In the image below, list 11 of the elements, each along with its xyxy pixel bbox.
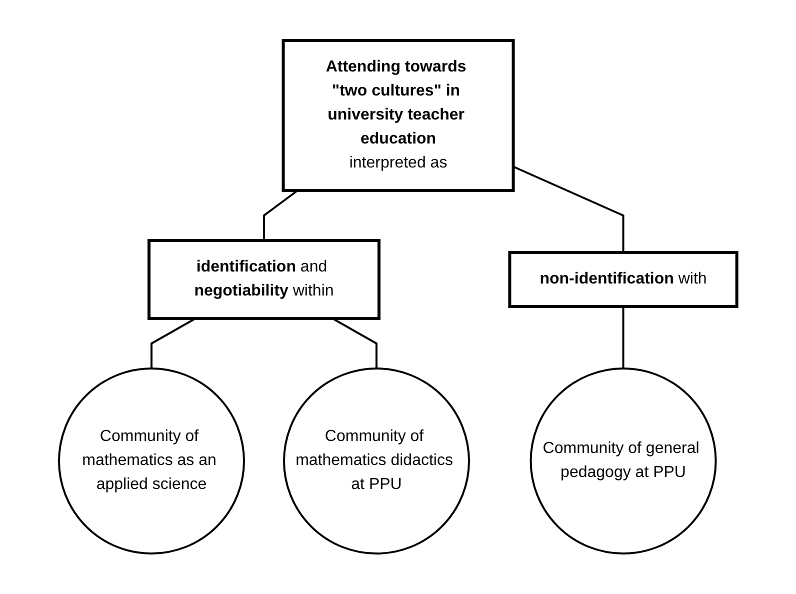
node-circle: Community of mathematics didactics at PPU bbox=[283, 368, 470, 554]
node-box: identification and negotiability within bbox=[148, 239, 381, 320]
node-box: Attending towards "two cultures" in university teacher education interpreted as bbox=[282, 39, 515, 192]
connector bbox=[512, 166, 624, 252]
node-box: non-identification with bbox=[508, 251, 738, 308]
connector bbox=[622, 306, 624, 368]
node-circle: Community of general pedagogy at PPU bbox=[530, 368, 717, 554]
node-circle: Community of mathematics as an applied science bbox=[58, 368, 246, 554]
connector bbox=[150, 318, 196, 368]
connector bbox=[332, 318, 378, 368]
connector bbox=[263, 190, 298, 240]
